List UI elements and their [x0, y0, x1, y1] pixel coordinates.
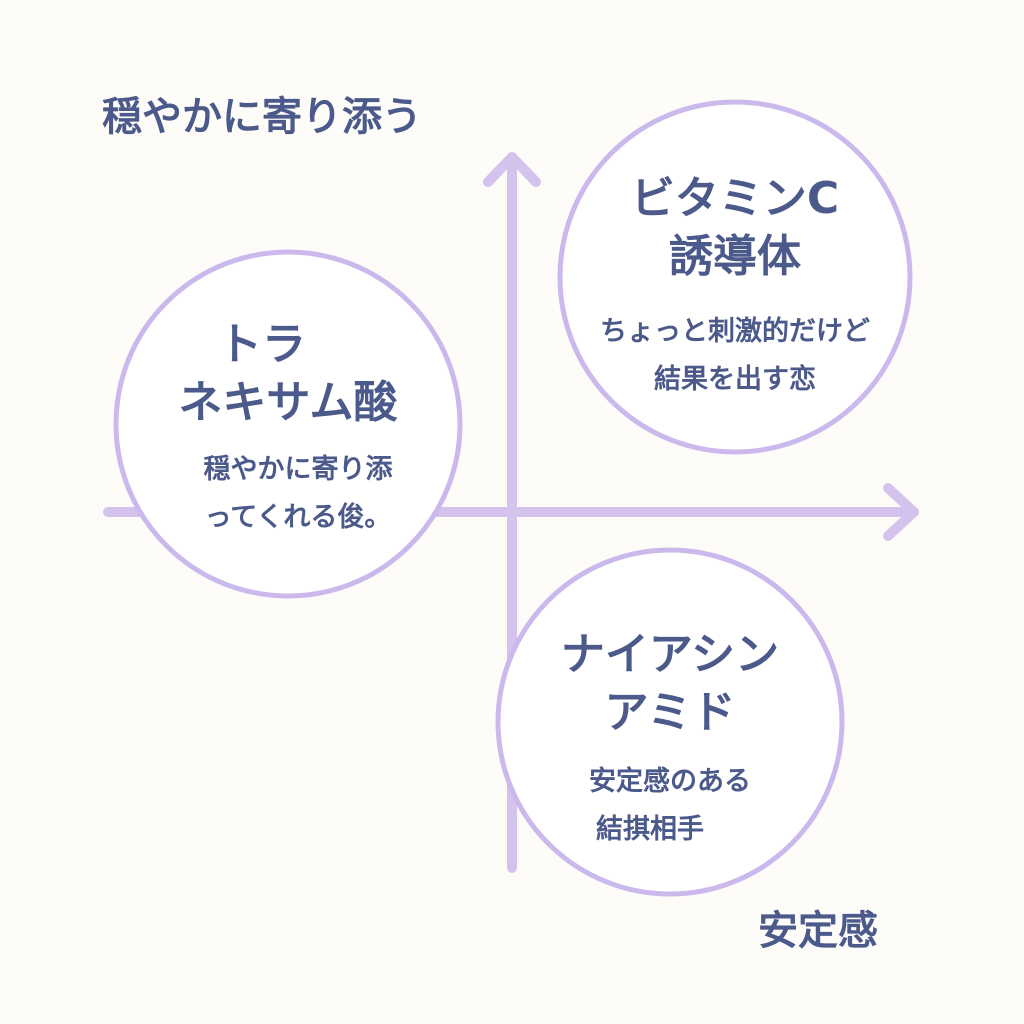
circle-description: ってくれる俊。 — [204, 502, 392, 533]
circle-niacinamide — [495, 547, 845, 897]
circle-title: ナイアシン — [560, 629, 780, 680]
circle-description: 結果を出す恋 — [654, 364, 816, 395]
circle-tranexamic-acid — [113, 249, 463, 599]
circle-description: ちょっと刺激的だけど — [600, 316, 870, 347]
x-axis-label: 安定感 — [758, 908, 878, 954]
circle-title: ネキサム酸 — [178, 377, 398, 428]
horizontal-axis-arrowhead — [883, 483, 919, 541]
y-axis-label: 穏やかに寄り添う — [102, 94, 422, 140]
circle-vitamin-c — [557, 99, 913, 455]
vitamin-c-text: ビタミンC 誘導体 ちょっと刺激的だけど 結果を出す恋 — [560, 170, 910, 404]
circle-title: ビタミンC — [630, 173, 840, 224]
circle-title: トラ — [218, 319, 306, 370]
vertical-axis-arrowhead — [483, 152, 541, 187]
circle-title: アミド — [604, 687, 736, 738]
niacinamide-text: ナイアシン アミド 安定感のある 結掑相手 — [500, 626, 840, 854]
circle-title: 誘導体 — [669, 231, 801, 282]
tranexamic-acid-text: トラ ネキサム酸 穏やかに寄り添 ってくれる俊。 — [118, 316, 458, 542]
circle-description: 結掑相手 — [596, 814, 704, 845]
circle-description: 安定感のある — [589, 766, 751, 797]
circle-description: 穏やかに寄り添 — [203, 454, 393, 485]
